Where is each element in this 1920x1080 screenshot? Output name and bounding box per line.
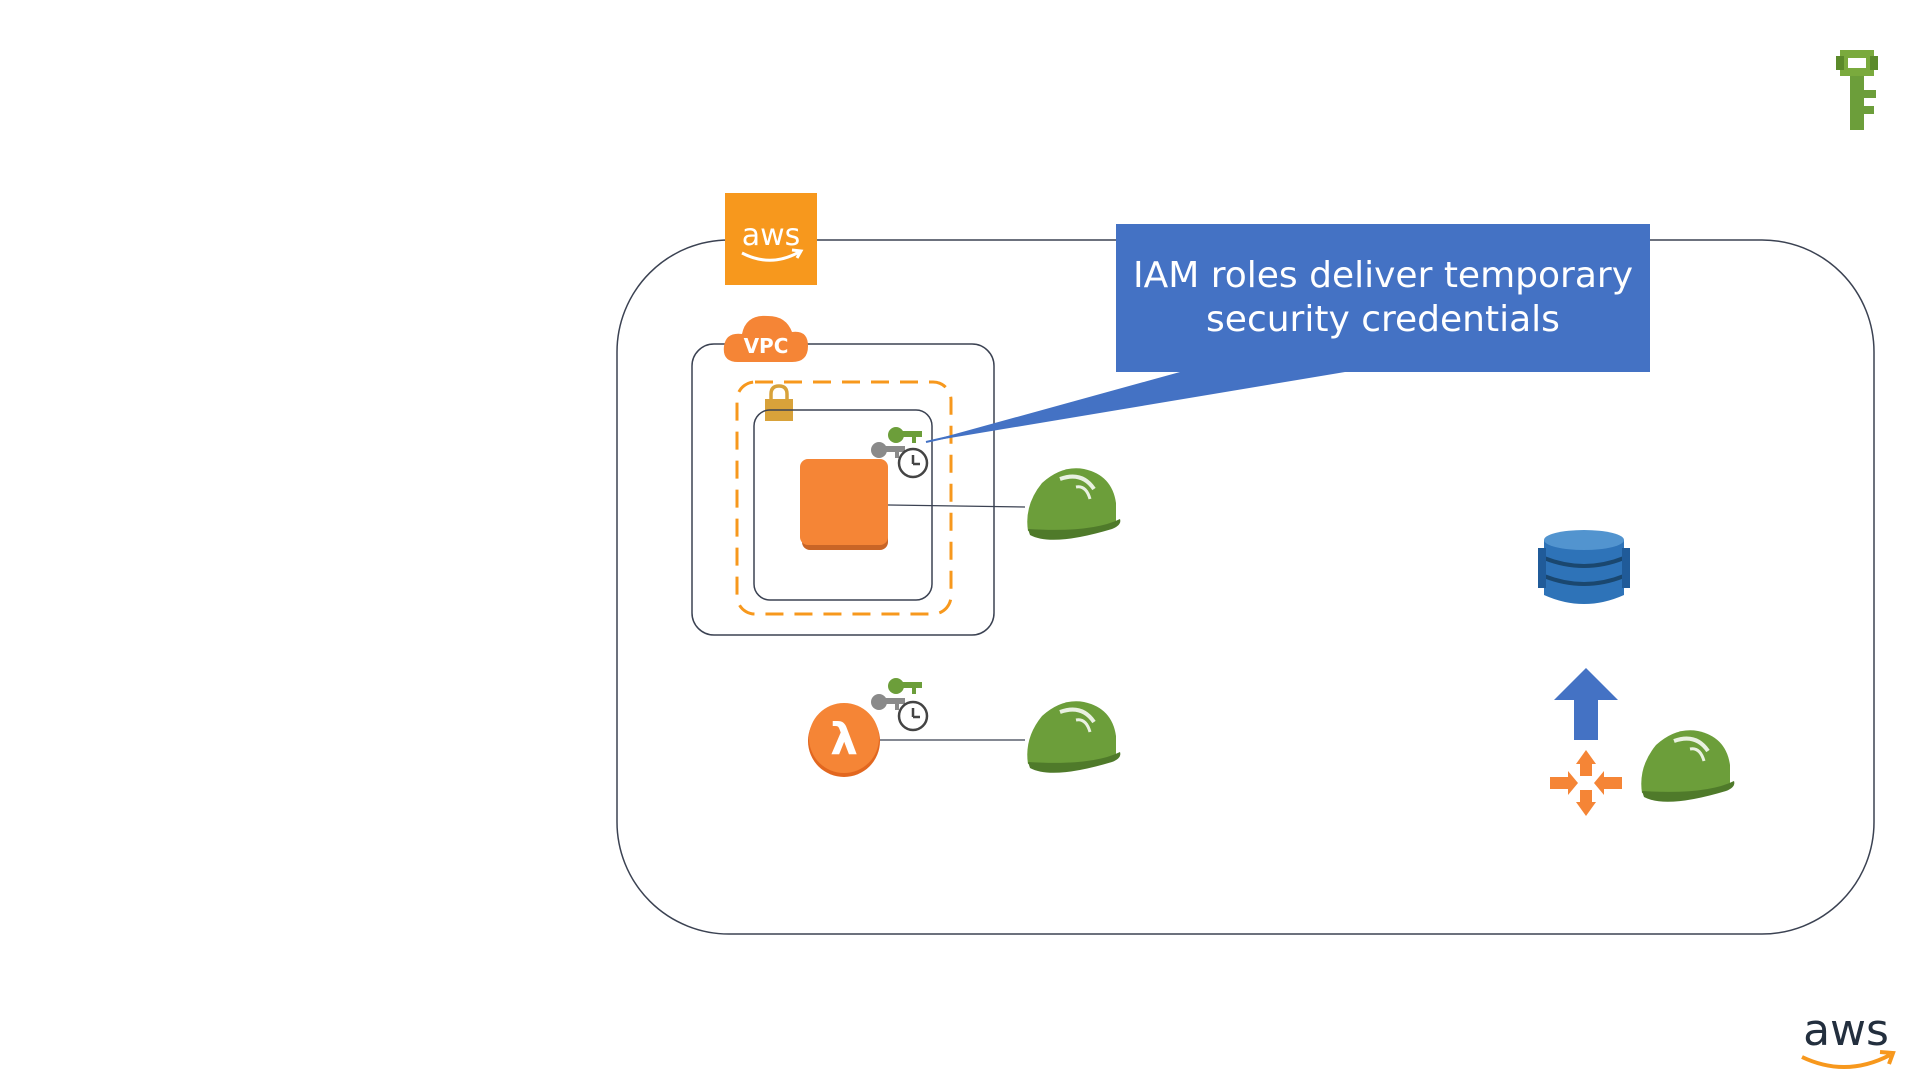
hard-hat-icon: [1641, 730, 1735, 802]
security-group-boundary: [735, 380, 953, 616]
vpc-cloud-icon: VPC: [723, 315, 808, 362]
instance-boundary: [753, 409, 933, 601]
vpc-badge-label: VPC: [744, 334, 789, 358]
callout-leader-line: [925, 397, 1121, 443]
aws-badge-label: aws: [742, 218, 801, 253]
aws-logo-icon: aws: [725, 193, 817, 285]
callout-pointer: [926, 372, 1345, 442]
callout-text: IAM roles deliver temporary security cre…: [1132, 255, 1633, 340]
dynamodb-icon: [1538, 530, 1630, 604]
temporary-credentials-icon: [871, 678, 929, 732]
up-arrow-icon: [1554, 668, 1618, 740]
footer-aws-label: aws: [1803, 1005, 1889, 1056]
callout-box: [1116, 224, 1650, 372]
lambda-symbol: λ: [830, 714, 858, 765]
ec2-instance-icon: [800, 459, 888, 550]
vpc-boundary: [691, 343, 995, 636]
hard-hat-icon: [1027, 701, 1121, 773]
hard-hat-icon: [1027, 468, 1121, 540]
aws-footer-logo-icon: aws: [1801, 1005, 1896, 1069]
ec2-role-connector: [887, 504, 1026, 508]
padlock-icon: [765, 384, 793, 421]
lambda-icon: λ: [808, 703, 880, 777]
iam-key-icon: [1836, 50, 1878, 130]
temporary-credentials-icon: [871, 427, 929, 479]
router-icon: [1550, 750, 1622, 816]
